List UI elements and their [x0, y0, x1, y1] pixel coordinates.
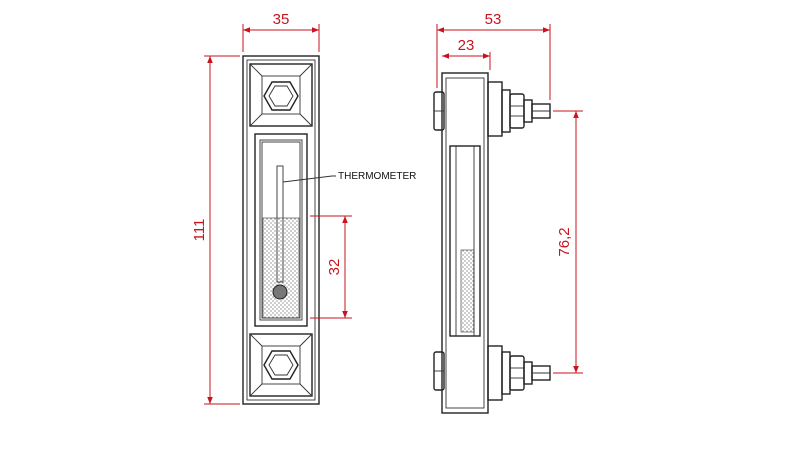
side-top-stud [501, 89, 551, 133]
side-body [441, 72, 489, 414]
front-bottom-bolt-housing [249, 333, 313, 397]
dim-window-height: 32 [326, 259, 343, 276]
bottom-hex-bolt [263, 350, 299, 380]
side-bottom-flange [487, 345, 503, 401]
side-bottom-stud [501, 351, 551, 395]
dim-front-width: 35 [273, 11, 290, 28]
front-dimensions: 35 111 32 [191, 11, 352, 405]
front-outer-frame [242, 55, 320, 405]
dim-side-body-width: 23 [458, 37, 475, 54]
front-view: THERMOMETER [242, 55, 416, 405]
front-liquid-level [262, 217, 300, 319]
dim-stud-spacing: 76,2 [556, 227, 573, 256]
thermometer-bulb [272, 284, 288, 300]
thermometer-stem [276, 165, 284, 283]
front-top-bolt-housing [249, 63, 313, 127]
thermometer-label: THERMOMETER [338, 171, 416, 182]
side-dimensions: 53 23 76,2 [436, 11, 583, 374]
side-top-flange [487, 81, 503, 137]
dim-side-width: 53 [485, 11, 502, 28]
side-view [433, 72, 551, 414]
thermometer-leader [282, 175, 336, 183]
front-inner-frame [246, 59, 316, 401]
front-sight-window [254, 133, 308, 327]
top-hex-bolt [263, 81, 299, 111]
side-liquid-level [460, 249, 475, 333]
dim-front-height: 111 [191, 219, 208, 242]
side-window-channel [449, 145, 481, 337]
